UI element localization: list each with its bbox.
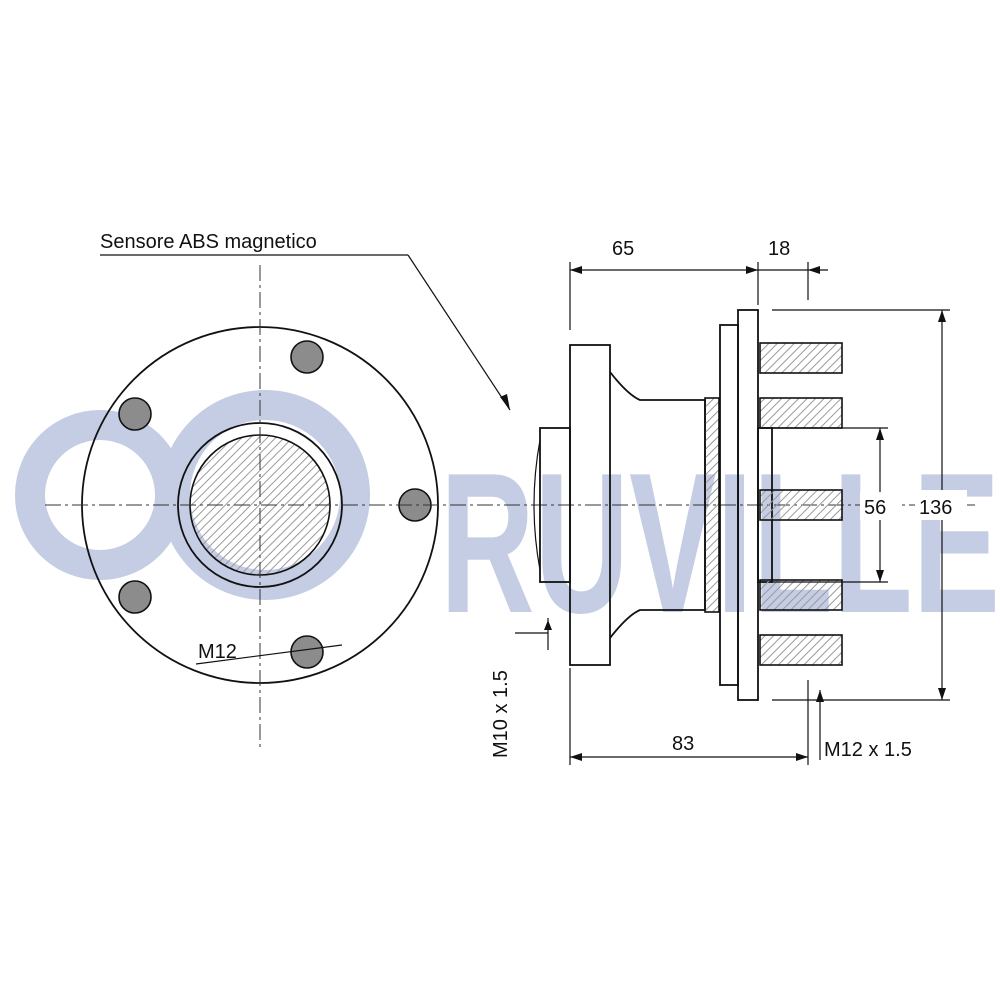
bolt-thread-leader: [195, 644, 343, 665]
wheel-stud: [759, 397, 843, 429]
dim-arrow: [938, 688, 946, 700]
wheel-stud: [759, 579, 843, 611]
dim-arrow: [876, 570, 884, 582]
wheel-studs: [759, 342, 843, 666]
dim-arrow: [808, 266, 820, 274]
dim-arrow: [876, 428, 884, 440]
abs-sensor-label: Sensore ABS magnetico: [100, 231, 317, 253]
bolt-hole: [290, 635, 324, 669]
bolt-thread-label: M12: [198, 641, 237, 663]
dim-arrow: [816, 690, 824, 702]
shaft-stub: [539, 427, 571, 583]
dim-label-bg: [915, 490, 967, 520]
wheel-stud: [759, 342, 843, 374]
dim-label-56: 56: [864, 497, 886, 519]
bolt-hole: [118, 397, 152, 431]
dim-label-bg: [860, 492, 900, 520]
dim-label-65: 65: [612, 238, 634, 260]
dim-arrow: [544, 620, 552, 630]
dim-label-18: 18: [768, 238, 790, 260]
bolt-hole: [290, 340, 324, 374]
thread-shaft-label: M10 x 1.5: [490, 670, 512, 758]
dim-arrow: [746, 266, 758, 274]
dim-label-83: 83: [672, 733, 694, 755]
bolt-hole: [118, 580, 152, 614]
front-view: Sensore ABS magnetico M12: [45, 231, 975, 750]
thread-stud-label: M12 x 1.5: [824, 739, 912, 761]
dim-label-136: 136: [919, 497, 952, 519]
wheel-stud: [759, 634, 843, 666]
bolt-holes: [118, 340, 432, 669]
wheel-stud: [759, 489, 843, 521]
abs-sensor-leader: [407, 254, 511, 411]
abs-sensor-arrow: [500, 394, 510, 410]
shaft-stub-curve: [533, 439, 541, 571]
dim-arrow: [796, 753, 808, 761]
bearing-ring: [704, 397, 720, 613]
side-view: 65 18 136 56 83 M12 x 1.5 M10 x 1.5: [490, 238, 967, 765]
brand-watermark: RUVILLE: [15, 390, 1000, 655]
dim-arrow: [570, 753, 582, 761]
dim-arrow: [570, 266, 582, 274]
dim-arrow: [938, 310, 946, 322]
